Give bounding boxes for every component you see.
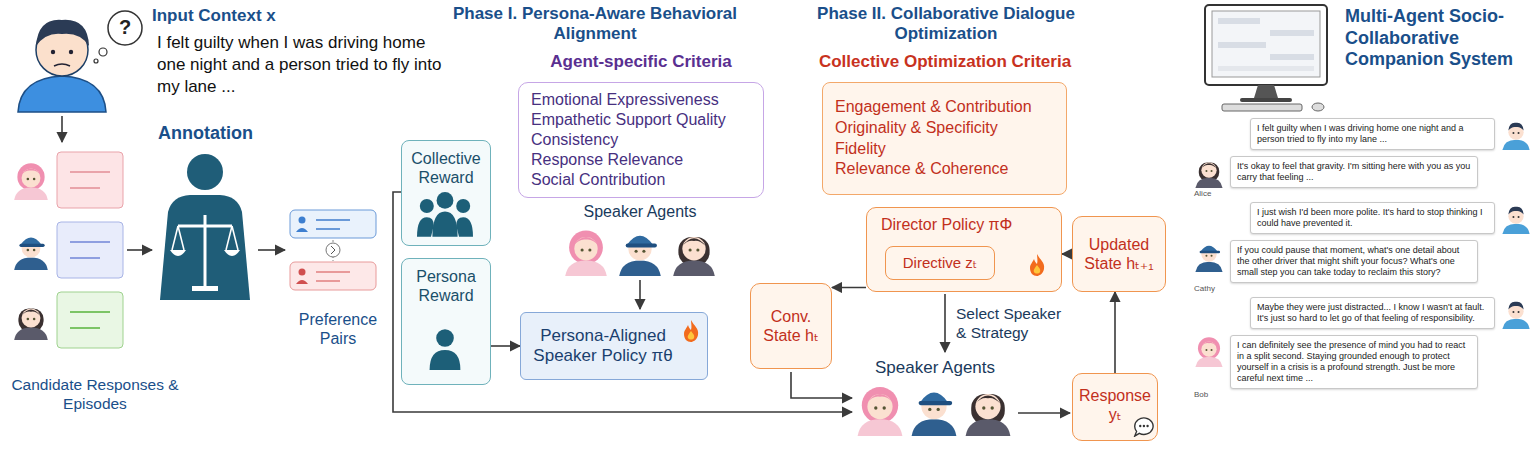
- node-text: I can definitely see the presence of min…: [1237, 340, 1471, 384]
- chat-bubble: I can definitely see the presence of min…: [1230, 335, 1478, 389]
- node-text: It's okay to feel that gravity. I'm sitt…: [1237, 161, 1471, 183]
- caption-label: I felt guilty when I was driving home on…: [157, 32, 457, 98]
- node-text: I felt guilty when I was driving home on…: [1257, 123, 1488, 145]
- speaker-name: Bob: [1194, 390, 1208, 400]
- preference-pairs: [290, 210, 376, 290]
- connector-arrow: [832, 287, 866, 289]
- caption-label: Select Speaker & Strategy: [956, 305, 1070, 342]
- caption-label: Speaker Agents: [852, 358, 1018, 378]
- caption-label: Input Context x: [152, 6, 276, 26]
- node-text: Consistency: [531, 130, 618, 150]
- node-text: Maybe they were just distracted... I kno…: [1257, 302, 1488, 324]
- speaker-name: Cathy: [1194, 284, 1215, 294]
- select-arrow: [944, 294, 946, 352]
- node-text: Conv. State hₜ: [755, 307, 827, 345]
- node-text: Engagement & Contribution: [835, 97, 1032, 118]
- chat-avatar: [1502, 123, 1529, 150]
- chat-avatar: [1502, 302, 1529, 329]
- speaker-agents: [858, 387, 1011, 436]
- speaker-name: Alice: [1194, 189, 1211, 199]
- node-text: Persona Reward: [405, 267, 487, 305]
- node-text: Director Policy πΦ: [881, 215, 1012, 234]
- process-box: Conv. State hₜ: [750, 283, 832, 369]
- process-box: Director Policy πΦ Directive zₜ: [866, 207, 1062, 292]
- caption-label: Collective Optimization Criteria: [805, 52, 1085, 72]
- node-text: Empathetic Support Quality: [531, 110, 726, 130]
- person-icon: [423, 328, 467, 370]
- arrow: [1018, 412, 1070, 414]
- caption-label: Phase I. Persona-Aware Behavioral Alignm…: [450, 4, 740, 45]
- node-text: Persona-Aligned Speaker Policy πθ: [529, 326, 677, 367]
- chat-icon: [1132, 415, 1154, 437]
- caption-label: Annotation: [158, 123, 253, 145]
- connector-arrow: [1062, 253, 1072, 255]
- node-text: Social Contribution: [531, 170, 665, 190]
- flame2-icon: [1027, 253, 1047, 277]
- node-text: Directive zₜ: [903, 254, 977, 272]
- process-box: Collective Reward: [401, 140, 491, 246]
- candidate-responses: [14, 152, 123, 348]
- node-text: Response yₜ: [1077, 386, 1153, 424]
- caption-label: Preference Pairs: [290, 310, 386, 348]
- chat-avatar: [1195, 246, 1222, 272]
- arrow: [61, 116, 63, 142]
- chat-bubble: I just wish I'd been more polite. It's h…: [1250, 202, 1495, 234]
- arrow: [639, 280, 641, 309]
- node-text: Response Relevance: [531, 150, 683, 170]
- caption-label: Agent-specific Criteria: [505, 52, 777, 72]
- speaker-agents: [565, 231, 715, 277]
- process-box: Updated State hₜ₊₁: [1072, 216, 1166, 292]
- node-text: If you could pause that moment, what's o…: [1237, 245, 1471, 278]
- chat-bubble: It's okay to feel that gravity. I'm sitt…: [1230, 156, 1478, 188]
- flame-icon: [681, 319, 701, 343]
- chat-avatar: [1195, 337, 1222, 367]
- arrow: [127, 249, 152, 251]
- caption-label: ?: [113, 15, 137, 39]
- node-text: Fidelity: [835, 139, 886, 160]
- process-box: Emotional ExpressivenessEmpathetic Suppo…: [518, 82, 764, 198]
- node-text: Emotional Expressiveness: [531, 90, 719, 110]
- process-box: Persona-Aligned Speaker Policy πθ: [520, 312, 708, 380]
- node-text: I just wish I'd been more polite. It's h…: [1257, 207, 1488, 229]
- node-text: Originality & Specificity: [835, 118, 998, 139]
- connector-arrow: [1114, 292, 1116, 373]
- chat-bubble: If you could pause that moment, what's o…: [1230, 240, 1478, 283]
- process-box: Persona Reward: [401, 258, 491, 385]
- arrow: [258, 249, 285, 251]
- process-box: Engagement & ContributionOriginality & S…: [822, 82, 1067, 195]
- caption-label: Phase II. Collaborative Dialogue Optimiz…: [815, 4, 1077, 45]
- node-text: Relevance & Coherence: [835, 159, 1008, 180]
- node-text: Updated State hₜ₊₁: [1077, 235, 1161, 273]
- process-box: Response yₜ: [1072, 373, 1158, 441]
- caption-label: Multi-Agent Socio-Collaborative Companio…: [1345, 6, 1535, 71]
- chat-avatar: [1195, 163, 1222, 189]
- computer-icon: [1205, 5, 1327, 111]
- annotator-figure: [160, 154, 250, 300]
- process-box: Directive zₜ: [885, 246, 995, 280]
- group-icon: [417, 189, 473, 237]
- user-figure: [18, 11, 142, 112]
- collective-reward-line: [393, 192, 852, 412]
- caption-label: Candidate Responses & Episodes: [4, 376, 186, 413]
- state-line: [791, 372, 852, 398]
- caption-label: Speaker Agents: [560, 202, 720, 221]
- connector-arrow: [491, 345, 520, 347]
- chat-bubble: I felt guilty when I was driving home on…: [1250, 118, 1495, 150]
- node-text: Collective Reward: [405, 149, 487, 187]
- chat-avatar: [1502, 207, 1529, 234]
- chat-bubble: Maybe they were just distracted... I kno…: [1250, 297, 1495, 329]
